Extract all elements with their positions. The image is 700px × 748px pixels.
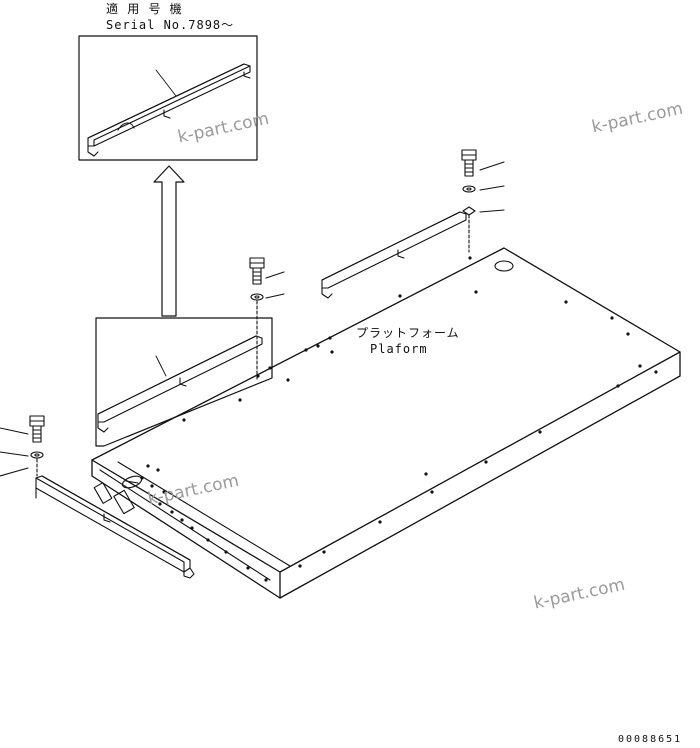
bolt-middle bbox=[250, 258, 284, 380]
right-bracket bbox=[322, 212, 466, 298]
platform-jp-label: プラットフォーム bbox=[356, 326, 460, 340]
inset-jp-title: 適 用 号 機 bbox=[106, 2, 183, 16]
left-bracket bbox=[36, 476, 194, 578]
platform-plate bbox=[92, 248, 680, 598]
bolt-top-right bbox=[462, 150, 504, 252]
inset-serial-label: Serial No.7898～ bbox=[106, 18, 235, 32]
drawing-number: 00088651 bbox=[618, 734, 683, 745]
middle-inset-box bbox=[96, 318, 272, 446]
bolt-left bbox=[0, 416, 44, 476]
platform-en-label: Plaform bbox=[370, 342, 428, 356]
serial-inset-box bbox=[79, 36, 257, 160]
up-arrow-icon bbox=[154, 166, 184, 316]
